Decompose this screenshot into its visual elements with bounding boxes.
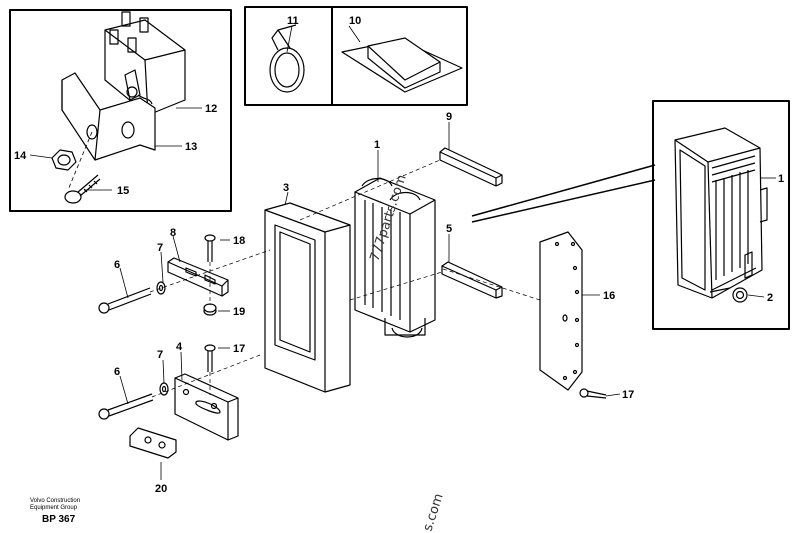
clip-20	[129, 427, 177, 459]
callout-4: 4	[176, 341, 183, 353]
callout-16: 16	[603, 290, 615, 302]
bracket-13	[61, 72, 156, 161]
bolt-6-upper	[98, 287, 152, 314]
washer-7-upper	[156, 281, 166, 295]
plate-16	[539, 231, 583, 391]
cooler-enlarged	[674, 127, 768, 303]
screw-17-right	[579, 388, 607, 399]
screw-17-left	[204, 344, 216, 372]
strip-9	[439, 147, 503, 187]
callout-9: 9	[446, 111, 452, 123]
cooler-1	[354, 177, 436, 338]
screw-18	[204, 234, 216, 262]
watermark-bottom: s.com	[421, 492, 447, 533]
callout-2: 2	[767, 292, 773, 304]
callout-14: 14	[14, 150, 27, 162]
footer-company-line2: Equipment Group	[30, 505, 78, 511]
callout-6-lower: 6	[114, 366, 120, 378]
callout-7-upper: 7	[157, 242, 163, 254]
nut-14	[51, 149, 77, 171]
callout-1: 1	[374, 139, 380, 151]
callout-17-left: 17	[233, 343, 245, 355]
callout-12: 12	[205, 103, 217, 115]
inset-switch-box	[9, 9, 232, 212]
strip-5	[441, 261, 503, 299]
callout-17-right: 17	[622, 389, 634, 401]
inset-cooler-box	[652, 100, 790, 330]
callout-15: 15	[117, 185, 129, 197]
nut-19	[203, 303, 217, 316]
bracket-4	[174, 373, 239, 441]
inset-foam-box	[331, 6, 468, 106]
callout-20: 20	[155, 483, 167, 495]
callout-18: 18	[233, 235, 245, 247]
bracket-8	[167, 257, 229, 297]
callout-6-upper: 6	[114, 259, 120, 271]
bolt-6-lower	[98, 393, 154, 420]
footer-company-line1: Volvo Construction	[30, 498, 81, 504]
footer-drawing-code: BP 367	[42, 514, 76, 525]
callout-8: 8	[170, 227, 176, 239]
callout-11: 11	[287, 15, 299, 27]
cable-tie-11	[269, 24, 305, 93]
foam-pad-10	[341, 37, 463, 93]
callout-10: 10	[349, 15, 361, 27]
callout-13: 13	[185, 141, 197, 153]
callout-7-lower: 7	[157, 349, 163, 361]
callout-3: 3	[283, 182, 289, 194]
callout-19: 19	[233, 306, 245, 318]
callout-1-inset: 1	[778, 173, 784, 185]
switch-part	[104, 11, 186, 116]
screw-15	[64, 174, 101, 204]
frame-3	[264, 202, 351, 393]
callout-5: 5	[446, 223, 452, 235]
